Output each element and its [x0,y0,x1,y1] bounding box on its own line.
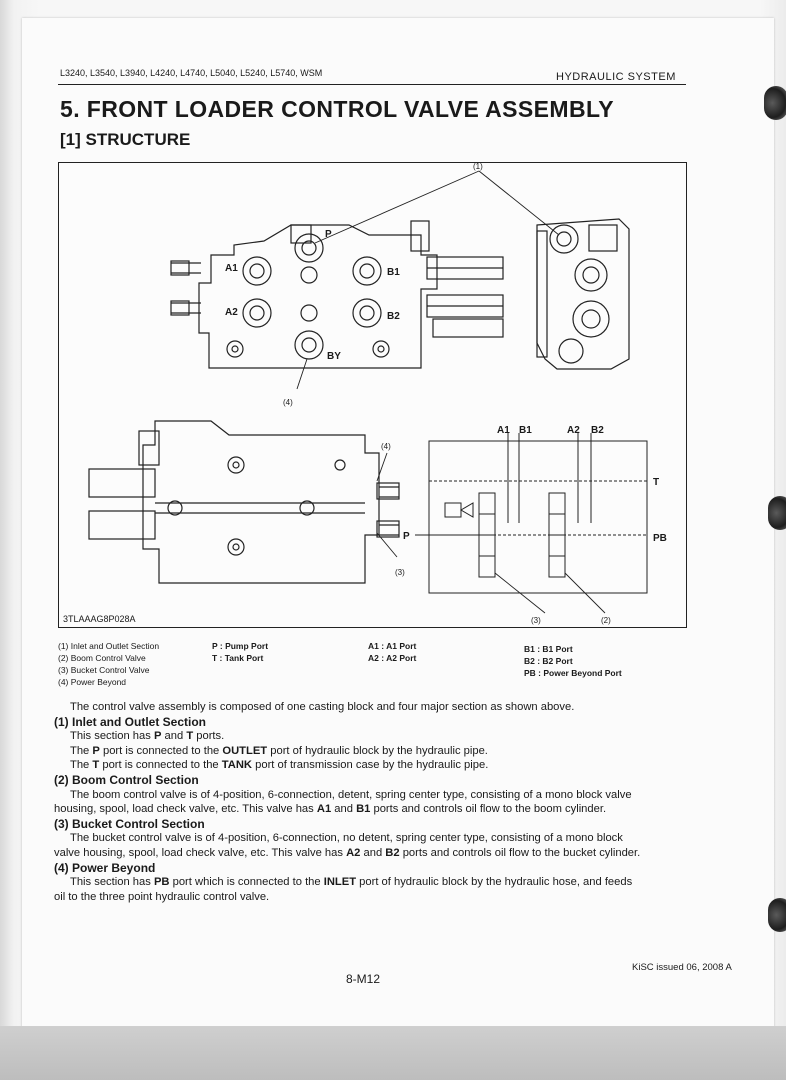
binder-hole-top [764,86,786,120]
page-title: 5. FRONT LOADER CONTROL VALVE ASSEMBLY [60,96,615,122]
valve-plan-view [88,420,400,584]
schematic-label-b1: B1 [519,425,532,436]
valve-drawing: (1) (4) (4) (3) (3) (2) P A1 A2 B1 B2 BY… [88,162,667,625]
footer-issued: KiSC issued 06, 2008 A [632,962,732,973]
header-models: L3240, L3540, L3940, L4240, L4740, L5040… [60,68,323,78]
legend-ports-b: B1 : B1 Port B2 : B2 Port PB : Power Bey… [524,643,622,679]
section-heading-bucket: (3) Bucket Control Section [54,816,205,831]
section-heading-power-beyond: (4) Power Beyond [54,860,156,875]
schematic-label-t: T [653,477,659,488]
figure-code: 3TLAAAG8P028A [63,614,136,624]
schematic-label-p: P [403,531,410,542]
side-port-top [549,224,579,254]
legend-item: P : Pump Port [212,641,269,651]
section-heading-inlet-outlet: (1) Inlet and Outlet Section [54,714,207,729]
legend-item: (4) Power Beyond [58,677,127,687]
port-b1-circle [352,256,382,286]
legend-item: (3) Bucket Control Valve [58,665,150,675]
section-heading-boom: (2) Boom Control Section [54,772,199,787]
schematic-label-a2: A2 [567,425,580,436]
legend-ports-pt: P : Pump Port T : Tank Port [212,640,268,664]
port-p-circle [294,233,324,263]
legend-item: PB : Power Beyond Port [524,668,622,678]
power-beyond-line: oil to the three point hydraulic control… [54,890,270,903]
callout-1: (1) [473,163,483,171]
label-by: BY [327,351,341,362]
section-subtitle: [1] STRUCTURE [60,130,191,149]
hydraulic-schematic [415,433,648,594]
boom-line: housing, spool, load check valve, etc. T… [54,803,607,816]
valve-side-view [536,218,630,370]
bucket-line: valve housing, spool, load check valve, … [54,846,641,859]
boom-line: The boom control valve is of 4-position,… [70,788,632,801]
footer-page-number: 8-M12 [346,972,381,986]
legend-item: (1) Inlet and Outlet Section [58,641,160,651]
port-by-circle [294,330,324,360]
legend-item: B2 : B2 Port [524,656,573,666]
schematic-label-b2: B2 [591,425,604,436]
port-a2-circle [242,298,272,328]
port-b2-circle [352,298,382,328]
header-section: HYDRAULIC SYSTEM [556,71,676,83]
legend-item: B1 : B1 Port [524,644,573,654]
inlet-outlet-line: This section has P and T ports. [70,730,225,743]
bucket-line: The bucket control valve is of 4-positio… [70,832,623,845]
callout-4-top: (4) [283,398,293,407]
legend-components: (1) Inlet and Outlet Section (2) Boom Co… [58,640,159,688]
legend-item: T : Tank Port [212,653,264,663]
valve-front-view [170,220,504,369]
power-beyond-line: This section has PB port which is connec… [70,876,633,889]
figure-labels: (1) (4) (4) (3) (3) (2) P A1 A2 B1 B2 BY… [225,162,667,625]
legend-item: A2 : A2 Port [368,653,417,663]
inlet-outlet-line: The P port is connected to the OUTLET po… [70,744,488,757]
label-p: P [325,229,332,240]
binder-hole-bottom [768,898,786,932]
intro-paragraph: The control valve assembly is composed o… [70,701,575,713]
schematic-label-a1: A1 [497,425,510,436]
scanner-bottom-edge [0,1026,786,1080]
callout-3-schematic: (3) [531,616,541,625]
label-b1: B1 [387,267,400,278]
legend-item: A1 : A1 Port [368,641,417,651]
structure-figure: (1) (4) (4) (3) (3) (2) P A1 A2 B1 B2 BY… [58,162,687,628]
legend-item: (2) Boom Control Valve [58,653,146,663]
callout-2-schematic: (2) [601,616,611,625]
leader-lines [296,170,606,614]
label-a1: A1 [225,263,238,274]
label-a2: A2 [225,307,238,318]
header-rule [58,84,686,85]
callout-4-bottom: (4) [381,442,391,451]
binder-hole-middle [768,496,786,530]
body-text: The control valve assembly is composed o… [54,700,694,904]
port-a1-circle [242,256,272,286]
schematic-label-pb: PB [653,533,667,544]
legend-ports-a: A1 : A1 Port A2 : A2 Port [368,640,416,664]
callout-3-plan: (3) [395,568,405,577]
inlet-outlet-line: The T port is connected to the TANK port… [70,759,489,772]
label-b2: B2 [387,311,400,322]
